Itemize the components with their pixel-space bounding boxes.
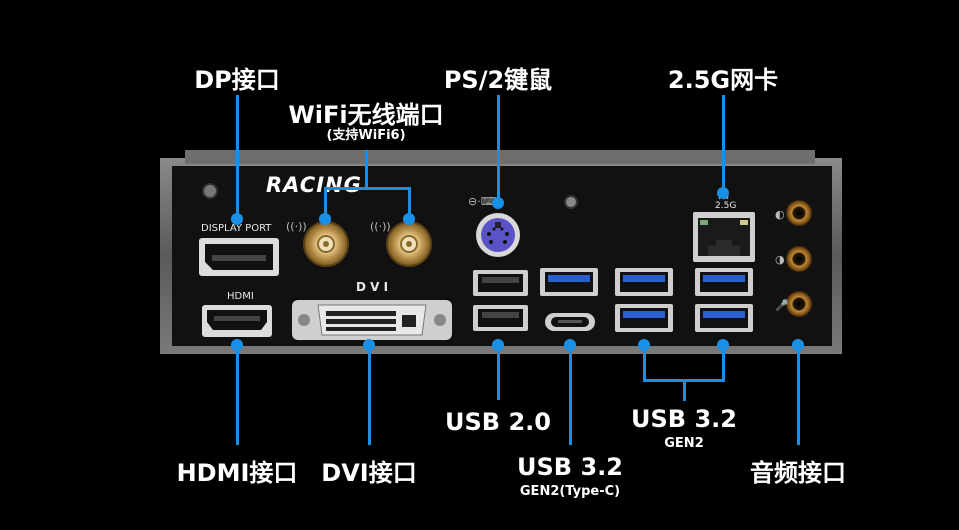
callout-line-wifi-left [324,187,327,219]
label-usb32: USB 3.2 [631,405,737,433]
callout-dot-lan [717,187,729,199]
label-lan: 2.5G网卡 [667,66,779,94]
callout-line-wifi-right [408,187,411,219]
usb32-port-col2-bottom [615,304,673,332]
label-dvi: DVI接口 [321,459,417,487]
rj45-lan-port [693,212,755,262]
dvi-port [292,300,452,340]
usb-type-c-port [545,313,595,331]
mouse-keyboard-icon: ⊖·⌨ [468,195,497,208]
label-hdmi: HDMI接口 [176,459,298,487]
panel-label-dvi: D V I [356,280,389,294]
callout-line-wifi-stem [365,150,368,188]
label-ps2: PS/2键鼠 [443,66,553,94]
callout-dot-wifi-left [319,213,331,225]
wifi-antenna-connector-left [303,221,349,267]
panel-label-displayport: DISPLAY PORT [201,223,272,234]
callout-dot-usb32-right [717,339,729,351]
callout-dot-usb20 [492,339,504,351]
microphone-icon: 🎤 [775,298,789,312]
usb20-port-top [473,270,528,296]
callout-line-usb-c [569,345,572,445]
label-usb32c: USB 3.2 [517,453,623,481]
usb32-port-col1-top [540,268,598,296]
usb20-port-bottom [473,305,528,331]
callout-line-audio [797,345,800,445]
wifi-antenna-connector-right [386,221,432,267]
wifi-signal-icon-left: ((·)) [286,220,307,233]
audio-jack-top [786,200,812,226]
callout-line-dp [236,95,239,220]
label-wifi-sub: (支持WiFi6) [326,128,406,143]
callout-line-ps2 [497,95,500,203]
callout-line-usb20 [497,345,500,400]
callout-dot-usb-c [564,339,576,351]
audio-jack-middle [786,246,812,272]
callout-line-usb32-right [722,345,725,380]
audio-line-out-icon: ◑ [775,253,785,266]
usb32-port-col2-top [615,268,673,296]
audio-line-in-icon: ◐ [775,208,785,221]
panel-logo: RACING [266,173,362,197]
label-usb32-sub: GEN2 [664,436,704,451]
label-wifi: WiFi无线端口 [288,101,444,129]
panel-label-lan-speed: 2.5G [715,201,737,211]
panel-label-hdmi: HDMI [227,291,254,302]
ps2-port [476,213,520,257]
usb32-port-col3-bottom [695,304,753,332]
callout-dot-dvi [363,339,375,351]
label-usb20: USB 2.0 [445,408,551,436]
label-usb32c-sub: GEN2(Type-C) [519,484,621,499]
hdmi-port [202,305,272,337]
label-audio: 音频接口 [750,459,846,487]
audio-jack-bottom [786,291,812,317]
callout-line-hdmi [236,345,239,445]
callout-line-usb32-left [643,345,646,380]
callout-dot-ps2 [492,197,504,209]
callout-line-usb32-stem [683,379,686,401]
displayport-port [199,238,279,276]
callout-line-wifi-bar [325,187,411,190]
callout-line-dvi [368,345,371,445]
callout-line-lan [722,95,725,193]
label-dp: DP接口 [194,66,280,94]
wifi-signal-icon-right: ((·)) [370,220,391,233]
usb32-port-col3-top [695,268,753,296]
callout-dot-audio [792,339,804,351]
callout-dot-usb32-left [638,339,650,351]
callout-dot-hdmi [231,339,243,351]
callout-dot-dp [231,213,243,225]
callout-dot-wifi-right [403,213,415,225]
